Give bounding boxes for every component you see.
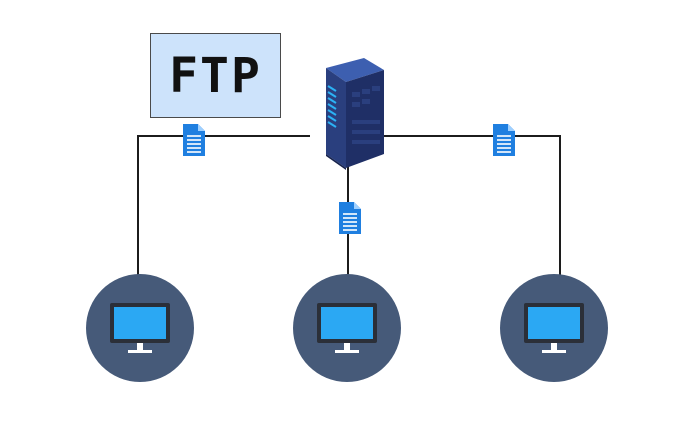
ftp-label-box: FTP bbox=[150, 33, 281, 118]
monitor-icon bbox=[110, 303, 170, 353]
document-icon bbox=[493, 124, 515, 156]
server-rack-icon bbox=[326, 58, 384, 170]
monitor-icon bbox=[317, 303, 377, 353]
client-computer-right bbox=[500, 274, 608, 382]
client-computer-middle bbox=[293, 274, 401, 382]
document-icon bbox=[339, 202, 361, 234]
document-icon bbox=[183, 124, 205, 156]
ftp-label: FTP bbox=[169, 47, 262, 104]
client-computer-left bbox=[86, 274, 194, 382]
monitor-icon bbox=[524, 303, 584, 353]
